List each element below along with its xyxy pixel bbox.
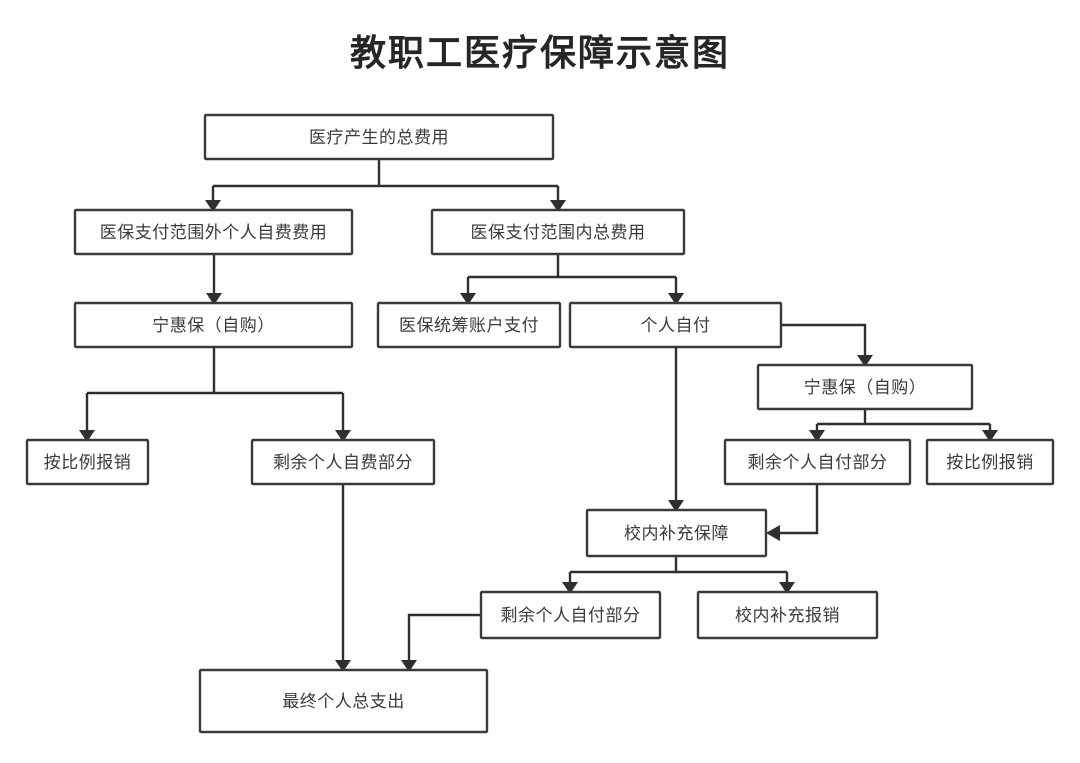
node-label: 医保统筹账户支付 (399, 316, 539, 336)
arrow-head-n4-to-n9 (335, 430, 351, 442)
node-in-coverage-total[interactable]: 医保支付范围内总费用 (430, 208, 686, 256)
node-label: 最终个人总支出 (282, 692, 405, 712)
arrow-head-n7-to-n11 (982, 430, 998, 442)
node-label: 校内补充报销 (735, 606, 840, 626)
node-label: 按比例报销 (44, 453, 132, 473)
arrow-head-n1-to-n2 (205, 200, 221, 212)
node-label: 剩余个人自费部分 (273, 453, 413, 473)
edge-n12-split (568, 556, 789, 584)
node-total-medical-cost[interactable]: 医疗产生的总费用 (203, 113, 555, 161)
arrow-head-n3-to-n6 (668, 293, 684, 305)
node-label: 宁惠保（自购） (152, 316, 275, 336)
node-final-personal-total-expense[interactable]: 最终个人总支出 (198, 668, 489, 734)
edge-n3-split (466, 254, 678, 295)
node-personal-payment[interactable]: 个人自付 (568, 301, 783, 349)
node-remaining-self-paid[interactable]: 剩余个人自费部分 (250, 438, 436, 486)
node-out-of-coverage-self-paid[interactable]: 医保支付范围外个人自费费用 (73, 208, 354, 256)
arrow-head-n2-to-n4 (206, 293, 222, 305)
node-pooled-account-payment[interactable]: 医保统筹账户支付 (376, 301, 562, 349)
edge-n7-split (815, 409, 992, 432)
arrow-head-n4-to-n8 (79, 430, 95, 442)
arrow-head-n12-to-n13 (562, 582, 578, 594)
node-label: 校内补充保障 (624, 524, 729, 544)
node-proportional-reimbursement-left[interactable]: 按比例报销 (25, 438, 150, 486)
arrow-head-n10-to-n12 (766, 525, 780, 541)
edge-n6-to-n7 (781, 323, 867, 357)
node-layer: 医疗产生的总费用 医保支付范围外个人自费费用 医保支付范围内总费用 宁惠保（自购… (25, 113, 1055, 734)
node-label: 个人自付 (641, 316, 711, 336)
node-campus-supplementary-coverage[interactable]: 校内补充保障 (585, 508, 768, 558)
node-remaining-personal-payment-lower[interactable]: 剩余个人自付部分 (479, 590, 662, 640)
node-label: 剩余个人自付部分 (501, 606, 641, 626)
node-ninghuibao-left[interactable]: 宁惠保（自购） (73, 301, 354, 349)
node-label: 医疗产生的总费用 (309, 128, 449, 148)
node-label: 医保支付范围外个人自费费用 (100, 223, 328, 243)
edge-layer (79, 159, 998, 672)
node-remaining-personal-payment-upper[interactable]: 剩余个人自付部分 (723, 438, 912, 486)
arrow-head-n1-to-n3 (550, 200, 566, 212)
edge-n10-to-n12 (778, 484, 819, 535)
node-label: 宁惠保（自购） (804, 378, 927, 398)
edge-n13-to-n15 (407, 613, 481, 662)
page-title: 教职工医疗保障示意图 (349, 33, 730, 74)
arrow-head-n7-to-n10 (809, 430, 825, 442)
edge-n4-split (85, 347, 345, 432)
edge-n1-split (211, 159, 560, 202)
arrow-head-n13-to-n15 (401, 660, 417, 672)
arrow-head-n12-to-n14 (779, 582, 795, 594)
node-ninghuibao-right[interactable]: 宁惠保（自购） (756, 363, 974, 411)
node-label: 按比例报销 (946, 453, 1034, 473)
arrow-head-n6-to-n12 (668, 500, 684, 512)
node-label: 医保支付范围内总费用 (471, 223, 646, 243)
node-campus-supplementary-reimbursement[interactable]: 校内补充报销 (696, 590, 879, 640)
arrow-head-n9-to-n15 (335, 660, 351, 672)
node-label: 剩余个人自付部分 (748, 453, 888, 473)
arrow-head-n3-to-n5 (460, 293, 476, 305)
arrow-head-n6-to-n7 (857, 355, 873, 367)
node-proportional-reimbursement-right[interactable]: 按比例报销 (925, 438, 1055, 486)
